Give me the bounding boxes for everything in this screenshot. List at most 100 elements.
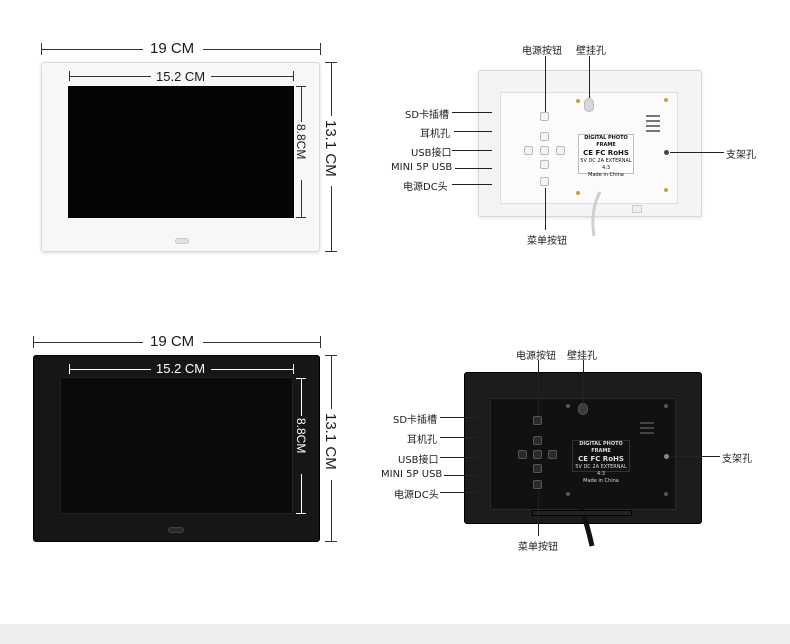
label-earphone: 耳机孔	[407, 435, 437, 446]
power-button	[533, 416, 542, 425]
dim-tick	[293, 71, 294, 81]
menu-button	[533, 480, 542, 489]
label-mini-usb: MINI 5P USB	[381, 469, 443, 480]
pointer	[452, 150, 492, 151]
pointer	[452, 112, 492, 113]
sticker-line: Made in China	[588, 172, 624, 178]
vent	[646, 120, 660, 122]
stand-wire	[591, 191, 602, 237]
sticker-title: DIGITAL PHOTO FRAME	[584, 135, 628, 148]
pointer	[452, 184, 492, 185]
screw	[664, 492, 668, 496]
screen-height-label: 8.8CM	[294, 124, 308, 160]
screen-height-label: 8.8CM	[294, 418, 308, 454]
screw	[576, 99, 580, 103]
black-frame-button	[168, 527, 184, 533]
dim-line	[69, 369, 151, 370]
white-frame-screen	[68, 86, 294, 218]
screen-width-label: 15.2 CM	[156, 69, 206, 84]
pointer	[545, 188, 546, 230]
dim-line	[33, 342, 143, 343]
sticker-marks: CE FC RoHS	[578, 455, 624, 463]
label-earphone: 耳机孔	[420, 129, 450, 140]
dim-tick	[296, 217, 306, 218]
dim-line	[331, 186, 332, 251]
black-frame-screen	[60, 377, 293, 514]
pointer	[444, 475, 482, 476]
dim-line	[301, 474, 302, 513]
down-button	[533, 464, 542, 473]
dim-line	[203, 342, 320, 343]
screw	[566, 492, 570, 496]
sticker-title: DIGITAL PHOTO FRAME	[579, 441, 623, 454]
dim-line	[301, 180, 302, 217]
sticker-line: Made in China	[583, 478, 619, 484]
pointer	[440, 492, 482, 493]
up-button	[540, 132, 549, 141]
label-sd-slot: SD卡插槽	[393, 415, 438, 426]
sticker-line: 5V DC 2A EXTERNAL 4:3	[575, 464, 627, 477]
stand-wire	[573, 494, 595, 547]
label-menu-button: 菜单按钮	[518, 542, 558, 553]
label-sticker: DIGITAL PHOTO FRAME CE FC RoHS 5V DC 2A …	[578, 134, 634, 178]
width-label: 19 CM	[150, 40, 195, 57]
vent	[640, 427, 654, 429]
up-button	[533, 436, 542, 445]
vent	[646, 125, 660, 127]
label-power-button: 电源按钮	[516, 351, 556, 362]
label-power-button: 电源按钮	[522, 46, 562, 57]
pointer	[589, 56, 590, 98]
pointer	[455, 168, 492, 169]
label-menu-button: 菜单按钮	[527, 236, 567, 247]
dim-line	[211, 369, 293, 370]
wall-hook-hole	[584, 98, 594, 112]
pointer	[583, 360, 584, 404]
screw	[576, 191, 580, 195]
label-sd-slot: SD卡插槽	[405, 110, 450, 121]
label-dc-jack: 电源DC头	[394, 490, 439, 501]
power-button	[540, 112, 549, 121]
screw	[664, 404, 668, 408]
dim-tick	[320, 336, 321, 348]
pointer	[440, 437, 482, 438]
height-label: 13.1 CM	[322, 120, 339, 177]
dim-line	[69, 76, 151, 77]
screw	[664, 98, 668, 102]
sticker-line: 5V DC 2A EXTERNAL 4:3	[580, 158, 632, 171]
stand-hole	[664, 150, 669, 155]
dim-tick	[325, 541, 337, 542]
vent	[646, 130, 660, 132]
label-stand-hole: 支架孔	[726, 150, 756, 161]
dim-line	[301, 86, 302, 122]
dim-tick	[293, 364, 294, 374]
label-sticker: DIGITAL PHOTO FRAME CE FC RoHS 5V DC 2A …	[572, 440, 630, 484]
dim-line	[331, 62, 332, 116]
dim-tick	[325, 251, 337, 252]
right-button	[548, 450, 557, 459]
stand-foot	[632, 205, 642, 213]
vent	[640, 422, 654, 424]
pointer	[545, 56, 546, 112]
left-button	[518, 450, 527, 459]
label-wall-hook: 壁挂孔	[567, 351, 597, 362]
dim-tick	[320, 43, 321, 55]
height-label: 13.1 CM	[322, 413, 339, 470]
center-button	[533, 450, 542, 459]
white-frame-button	[175, 238, 189, 244]
wall-hook-hole	[578, 403, 588, 415]
screen-width-label: 15.2 CM	[156, 361, 206, 376]
pointer	[440, 457, 482, 458]
label-stand-hole: 支架孔	[722, 454, 752, 465]
pointer	[670, 456, 720, 457]
dim-line	[41, 49, 143, 50]
label-wall-hook: 壁挂孔	[576, 46, 606, 57]
vent	[646, 115, 660, 117]
pointer	[670, 152, 724, 153]
pointer	[538, 490, 539, 536]
dim-line	[331, 355, 332, 409]
stand-hole	[664, 454, 669, 459]
sticker-marks: CE FC RoHS	[583, 149, 629, 157]
down-button	[540, 160, 549, 169]
dim-line	[211, 76, 293, 77]
screw	[566, 404, 570, 408]
